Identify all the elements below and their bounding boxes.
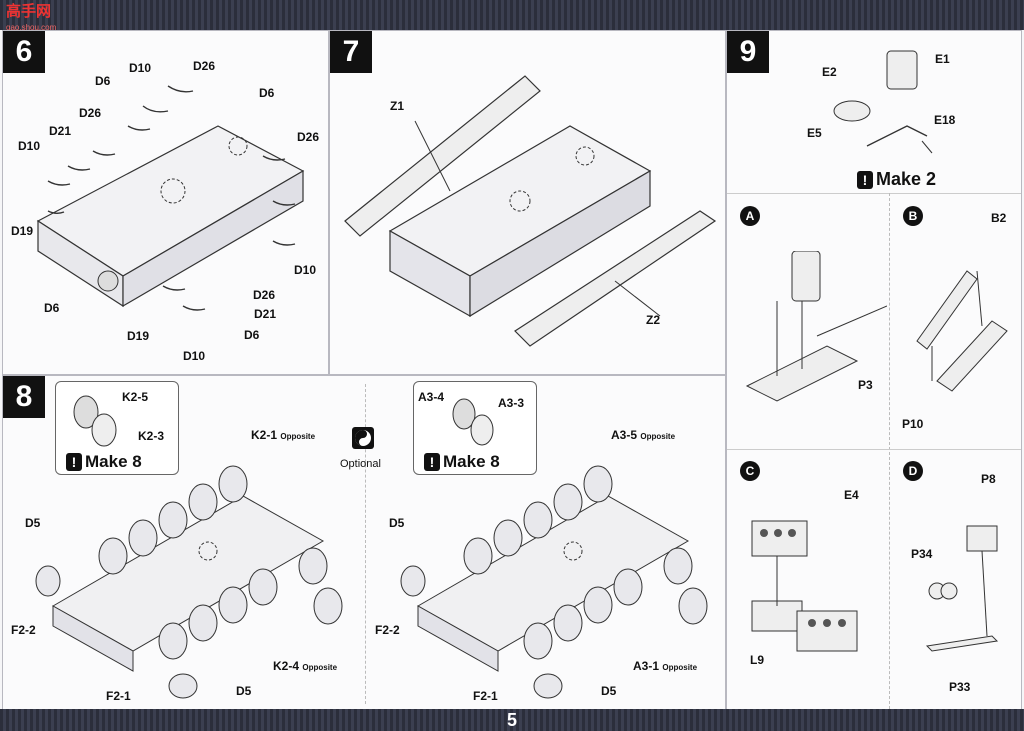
step-9-number: 9 [727,31,769,73]
part-label: E2 [822,65,837,79]
optional-icon [352,427,374,449]
part-label: D10 [129,61,152,75]
part-label: E18 [934,113,956,127]
part-label: D10 [18,139,41,153]
part-label: D26 [297,130,320,144]
make-quantity: !Make 8 [66,452,142,472]
part-label: D19 [11,224,34,238]
step-8-number: 8 [3,376,45,418]
divider [365,384,366,704]
substep-b-tag: B [903,206,923,226]
part-label: E5 [807,126,822,140]
make-quantity: !Make 8 [424,452,500,472]
part-label: A3-5 Opposite [611,428,676,442]
substep-d-drawing [925,525,999,652]
substep-d-tag: D [903,461,923,481]
part-label: P3 [858,378,873,392]
substep-c-tag: C [740,461,760,481]
part-label: D21 [49,124,72,138]
part-label: D5 [601,684,617,698]
step-9-panel: 9 E1 E2 E5 E18 !Make 2 A P3 B [726,30,1022,710]
part-label: F2-2 [375,623,400,637]
wheel-inset-left: K2-5 K2-3 !Make 8 [55,381,179,475]
seat-drawing [833,50,933,154]
part-label: K2-3 [138,429,165,443]
step-7-number: 7 [330,31,372,73]
part-label: P10 [902,417,924,431]
part-label: D6 [244,328,260,342]
part-label: L9 [750,653,765,667]
part-label: E1 [935,52,950,66]
divider [727,193,1021,194]
hull-drawing [36,85,305,311]
part-label: D5 [236,684,252,698]
optional-label: Optional [340,458,381,470]
substep-b-drawing [916,270,1008,392]
bottom-border [0,709,1024,731]
substep-a-tag: A [740,206,760,226]
step-7-panel: 7 Z1 Z2 [329,30,726,375]
hull-sides-drawing [344,75,717,347]
step-6-panel: 6 D10 D26 D6 D26 D21 D10 D19 D6 D6 D26 D… [2,30,329,375]
wheel-assembly-left [35,465,343,699]
substep-a-drawing [745,251,887,402]
part-label: D26 [79,106,102,120]
step-6-number: 6 [3,31,45,73]
make-quantity: !Make 2 [857,169,936,190]
part-label: F2-1 [473,689,498,703]
part-label: K2-1 Opposite [251,428,316,442]
part-label: K2-4 Opposite [273,659,338,673]
divider [889,193,890,709]
wheel-icon [73,395,117,447]
part-label: D10 [294,263,317,277]
part-label: K2-5 [122,390,149,404]
part-label: P8 [981,472,996,486]
part-label: Z2 [646,313,661,327]
part-label: P34 [911,547,933,561]
part-label: D19 [127,329,150,343]
part-label: D5 [389,516,405,530]
part-label: A3-3 [498,396,525,410]
part-label: Z1 [390,99,405,113]
part-label: A3-4 [418,390,445,404]
part-label: D21 [254,307,277,321]
part-label: P33 [949,680,971,694]
part-label: D6 [44,301,60,315]
wheel-assembly-right [400,465,708,699]
wheel-icon [452,398,494,446]
part-label: B2 [991,211,1007,225]
page-number: 5 [506,710,517,730]
top-border [0,0,1024,30]
divider [727,449,1021,450]
part-label: D26 [193,59,216,73]
substep-c-drawing [751,520,858,652]
part-label: D26 [253,288,276,302]
part-label: D6 [95,74,111,88]
part-label: F2-1 [106,689,131,703]
part-label: E4 [844,488,859,502]
part-label: A3-1 Opposite [633,659,698,673]
part-label: F2-2 [11,623,36,637]
part-label: D10 [183,349,206,363]
step-8-panel: 8 K2-5 K2-3 !Make 8 Optional A3-4 [2,375,726,710]
part-label: D6 [259,86,275,100]
part-label: D5 [25,516,41,530]
wheel-inset-right: A3-4 A3-3 !Make 8 [413,381,537,475]
